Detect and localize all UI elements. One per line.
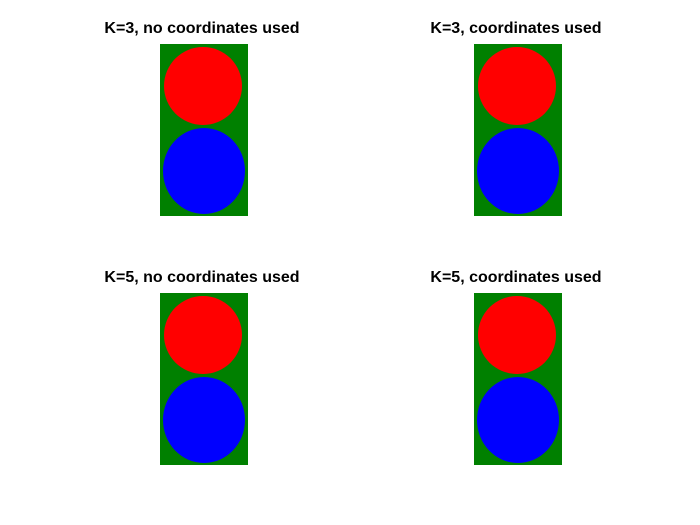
panel-k5-no-coordinates: K=5, no coordinates used [72,269,332,469]
panel-title: K=5, coordinates used [430,269,602,286]
blue-circle [163,377,245,463]
panel-title: K=5, no coordinates used [104,269,300,286]
blue-circle [477,377,559,463]
blue-circle [163,128,245,214]
segmentation-image [160,44,248,216]
segmentation-image [160,293,248,465]
blue-circle [477,128,559,214]
panel-title: K=3, coordinates used [430,20,602,37]
segmentation-image [474,293,562,465]
panel-title: K=3, no coordinates used [104,20,300,37]
panel-k3-coordinates: K=3, coordinates used [386,20,646,220]
panel-k3-no-coordinates: K=3, no coordinates used [72,20,332,220]
segmentation-image [474,44,562,216]
red-circle [164,296,242,374]
red-circle [164,47,242,125]
panel-k5-coordinates: K=5, coordinates used [386,269,646,469]
red-circle [478,47,556,125]
red-circle [478,296,556,374]
